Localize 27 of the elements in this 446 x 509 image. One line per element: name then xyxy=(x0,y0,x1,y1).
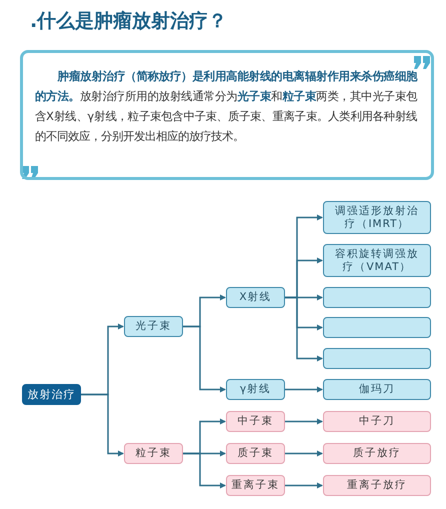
process-box: 质子束 xyxy=(226,443,285,464)
process-box: γ射线 xyxy=(226,379,285,400)
empty-box xyxy=(323,317,431,338)
process-box: 放射治疗 xyxy=(22,384,81,405)
arrow xyxy=(285,386,323,392)
empty-box xyxy=(323,348,431,369)
process-box: 重离子放疗 xyxy=(323,475,431,496)
arrow xyxy=(183,452,226,488)
process-box: 重离子束 xyxy=(226,475,285,496)
process-box: 中子束 xyxy=(226,411,285,432)
process-box: 中子刀 xyxy=(323,411,431,432)
process-box: 光子束 xyxy=(124,316,183,337)
quote-box: 肿瘤放射治疗（简称放疗）是利用高能射线的电离辐射作用来杀伤癌细胞的方法。放射治疗所用的放射线通常分为光子束和粒子束两类，其中光子束包含X射线、γ射线，粒子束包含中子束、质子束、重离子束。人类利用各种射线的不同效应，分别开发出相应的放疗技术。 xyxy=(20,50,434,180)
title: .什么是肿瘤放射治疗？ xyxy=(30,9,228,34)
arrow xyxy=(183,326,226,392)
process-box: 容积旋转调强放疗（VMAT） xyxy=(323,244,431,277)
arrow xyxy=(285,296,323,362)
process-box: 粒子束 xyxy=(124,443,183,464)
process-box: 调强适形放射治疗（IMRT） xyxy=(323,201,431,234)
arrow xyxy=(285,418,323,424)
arrow xyxy=(81,394,124,456)
process-box: 质子放疗 xyxy=(323,443,431,464)
process-box: X射线 xyxy=(226,287,285,308)
arrow xyxy=(285,482,323,488)
empty-box xyxy=(323,287,431,308)
process-box: 伽玛刀 xyxy=(323,379,431,400)
arrow xyxy=(285,450,323,456)
